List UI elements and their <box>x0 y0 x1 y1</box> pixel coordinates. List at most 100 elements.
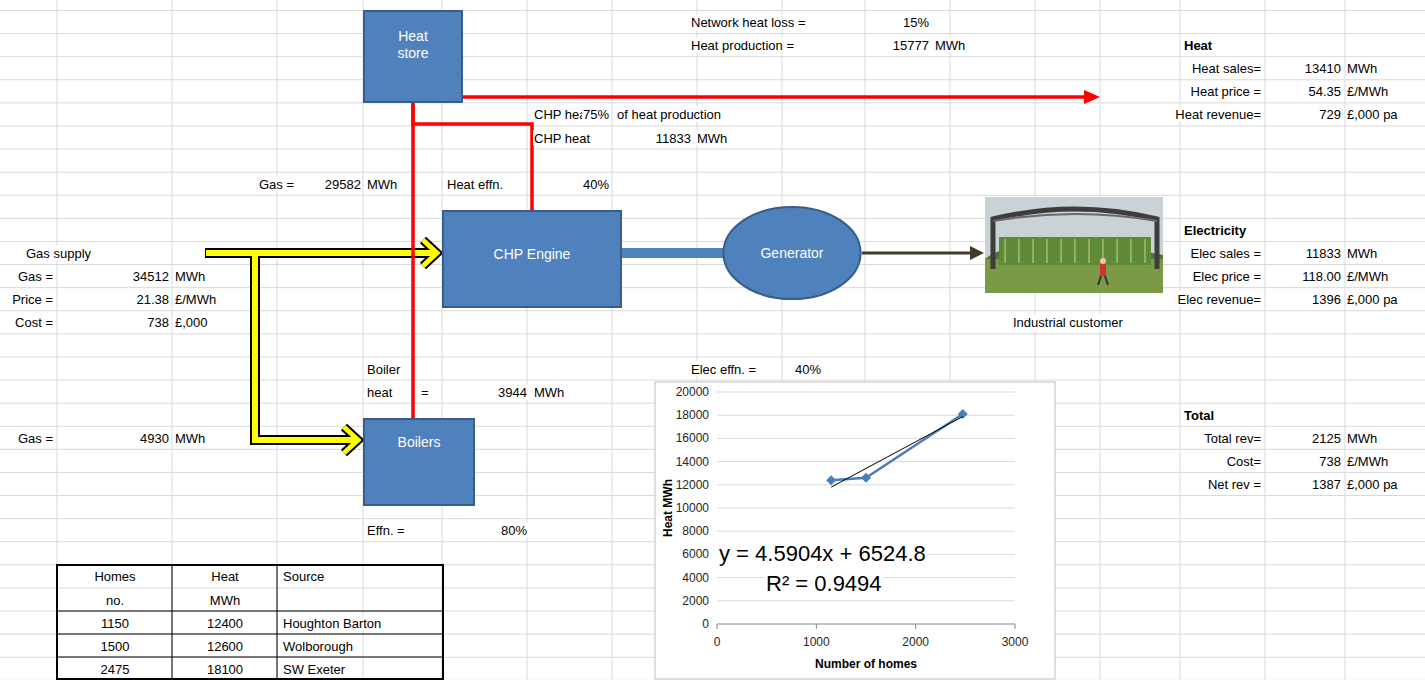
cell-text: Gas = <box>17 269 54 284</box>
chart-gridline <box>717 531 1015 532</box>
tick-mark <box>1014 624 1015 629</box>
data-line <box>831 414 963 480</box>
cell-text: Cost = <box>14 315 54 330</box>
node-label: Boilers <box>365 434 473 451</box>
cell-text: 34512 <box>132 269 170 284</box>
cell-text: £/MWh <box>1346 453 1389 468</box>
axis-label: 2000 <box>901 635 930 650</box>
cell-text: Heat sales= <box>1191 61 1262 76</box>
node-label: CHP Engine <box>444 246 620 263</box>
table-grid <box>57 565 443 679</box>
grid-line <box>0 172 1425 173</box>
axis-label: 6000 <box>681 547 710 562</box>
table-cell: no. <box>105 592 125 607</box>
grid-line <box>0 195 1425 196</box>
cell-text: MWh <box>696 130 728 145</box>
cell-text: Elec revenue= <box>1177 292 1262 307</box>
generator-circle: Generator <box>722 205 862 301</box>
node-label: Heat store <box>383 28 443 62</box>
grid-line <box>1100 0 1101 680</box>
connector-line <box>413 103 532 210</box>
axis-label: 8000 <box>681 524 710 539</box>
cell-text: Heat effn. <box>446 176 504 191</box>
cell-text: Electricity <box>1183 222 1247 237</box>
grid-line <box>0 79 1425 80</box>
chart <box>655 382 1055 679</box>
cell-text: MWh <box>174 269 206 284</box>
cell-text: MWh <box>1346 61 1378 76</box>
cell-text: Boiler <box>366 361 401 376</box>
grid-line <box>1345 0 1346 680</box>
grid-line <box>612 0 613 680</box>
cell-text: £/MWh <box>1346 84 1389 99</box>
cell-text: MWh <box>934 38 966 53</box>
grid-line <box>0 56 1425 57</box>
cell-text: Heat price = <box>1190 84 1262 99</box>
chart-gridline <box>717 508 1015 509</box>
axis-label: 4000 <box>681 570 710 585</box>
grid-line <box>0 380 1425 381</box>
table-cell: Heat <box>210 569 239 584</box>
cell-text: Heat production = <box>690 38 795 53</box>
cell-text: Heat revenue= <box>1174 107 1262 122</box>
connector-line <box>862 252 972 255</box>
axis-title: Number of homes <box>814 657 918 672</box>
axis-label: 12000 <box>675 477 710 492</box>
table-cell: 12400 <box>206 615 244 630</box>
cell-text: 75% <box>582 107 610 122</box>
cell-text: MWh <box>533 384 565 399</box>
grid-line <box>0 287 1425 288</box>
cell-text: 2125 <box>1311 430 1342 445</box>
cell-text: Cost= <box>1226 453 1262 468</box>
table-cell: Wolborough <box>282 638 354 653</box>
axis-label: 20000 <box>675 385 710 400</box>
grid-line <box>277 0 278 680</box>
tick-mark <box>717 624 718 629</box>
connector <box>413 103 414 418</box>
cell-text: 738 <box>146 315 170 330</box>
cell-text: 40% <box>582 176 610 191</box>
cell-text: 80% <box>500 523 528 538</box>
chart-frame <box>655 382 1055 679</box>
axis-label: 1000 <box>802 635 831 650</box>
cell-text: 11833 <box>1305 246 1342 261</box>
cell-text: 1387 <box>1311 477 1342 492</box>
chart-gridline <box>717 438 1015 439</box>
data-markers <box>826 409 968 485</box>
grid-line <box>527 0 528 680</box>
cell-text: 11833 <box>655 130 692 145</box>
chart-gridline <box>717 392 1015 393</box>
cell-text: £/MWh <box>1346 269 1389 284</box>
table-cell: SW Exeter <box>282 661 346 676</box>
table-cell: Source <box>282 569 325 584</box>
cell-text: 3944 <box>497 384 528 399</box>
cell-text: Gas = <box>17 430 54 445</box>
cell-text: £,000 pa <box>1346 477 1399 492</box>
chart-gridline <box>717 415 1015 416</box>
grid-line <box>172 0 173 680</box>
grid-line <box>0 10 1425 11</box>
axis-label: 0 <box>713 635 722 650</box>
chart-gridline <box>717 484 1015 485</box>
cell-text: 118.00 <box>1301 269 1342 284</box>
grid-line <box>0 310 1425 311</box>
cell-text: heat <box>366 384 393 399</box>
cell-text: Network heat loss = <box>690 15 807 30</box>
cell-text: 21.38 <box>135 292 170 307</box>
cell-text: Gas = <box>258 176 295 191</box>
grid-line <box>0 149 1425 150</box>
trend-line <box>831 417 963 488</box>
caption-text: Industrial customer <box>1013 314 1123 331</box>
grid-line <box>0 33 1425 34</box>
table-cell: 1500 <box>100 638 131 653</box>
grid-line <box>1265 0 1266 680</box>
engine-box: CHP Engine <box>442 210 622 308</box>
table-cell: 12600 <box>206 638 244 653</box>
cell-text: Heat <box>1183 38 1213 53</box>
axis-label: 0 <box>701 617 710 632</box>
grid-line <box>0 241 1425 242</box>
cell-text: of heat production <box>616 107 722 122</box>
cell-text: £,000 pa <box>1346 107 1399 122</box>
cell-text: Gas supply <box>25 246 92 261</box>
table-cell: 2475 <box>100 661 131 676</box>
